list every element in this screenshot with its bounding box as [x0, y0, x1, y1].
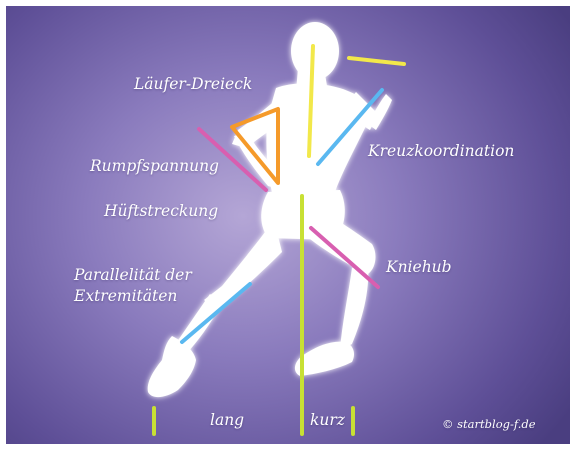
- label-kniehub: Kniehub: [386, 257, 452, 278]
- copyright-text: © startblog-f.de: [442, 414, 536, 435]
- label-rumpfspannung: Rumpfspannung: [90, 156, 219, 177]
- label-kurz: kurz: [310, 410, 345, 431]
- label-kreuzkoordination: Kreuzkoordination: [368, 141, 514, 162]
- label-laeufer-dreieck: Läufer-Dreieck: [134, 74, 252, 95]
- label-lang: lang: [210, 410, 244, 431]
- label-hueftstreckung: Hüftstreckung: [104, 201, 218, 222]
- diagram-canvas: Läufer-Dreieck Rumpfspannung Hüftstrecku…: [6, 6, 570, 444]
- runner-diagram: [6, 6, 570, 444]
- yellow-gaze-line: [349, 58, 404, 64]
- label-parallelitaet-line1: Parallelität der: [74, 265, 192, 286]
- label-parallelitaet-line2: Extremitäten: [74, 286, 177, 307]
